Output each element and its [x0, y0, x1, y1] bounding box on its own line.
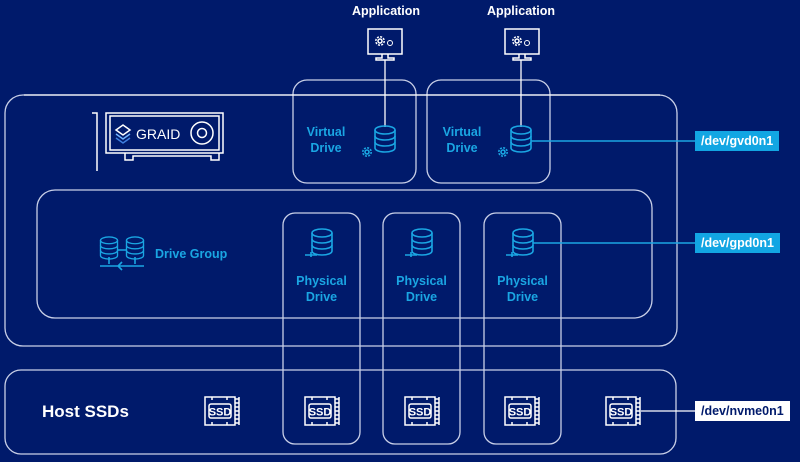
database-gear-icon [497, 125, 532, 157]
monitor-gears-icon [504, 28, 540, 61]
monitor-gears-icon [367, 28, 403, 61]
physical-drive-line2: Drive [305, 290, 338, 304]
physical-drive-line1: Physical [497, 274, 548, 288]
drive-group-box [36, 189, 653, 319]
ssd-icon-1 [204, 396, 240, 426]
application-label-2: Application [487, 4, 556, 18]
ssd-icon-4 [504, 396, 540, 426]
virtual-drive-line2: Drive [446, 141, 478, 155]
device-label-gvd: /dev/gvd0n1 [695, 131, 780, 151]
database-network-icon [506, 228, 534, 257]
ssd-icon-3 [404, 396, 440, 426]
physical-drive-label-2: Physical Drive [383, 273, 460, 305]
database-network-icon [305, 228, 333, 257]
virtual-drive-label-2: Virtual Drive [436, 124, 488, 156]
physical-drive-line2: Drive [506, 290, 539, 304]
physical-drive-column-1[interactable] [282, 212, 361, 445]
device-label-nvme: /dev/nvme0n1 [695, 401, 790, 421]
physical-drive-line1: Physical [396, 274, 447, 288]
physical-drive-column-2[interactable] [382, 212, 461, 445]
virtual-drive-box-1[interactable] [292, 79, 417, 184]
database-gear-icon [361, 125, 396, 157]
virtual-drive-box-2[interactable] [426, 79, 551, 184]
physical-drive-label-3: Physical Drive [484, 273, 561, 305]
graid-brand-text: GRAID [136, 126, 180, 142]
application-label-1: Application [352, 4, 421, 18]
host-ssds-box [4, 369, 677, 455]
virtual-drive-line1: Virtual [442, 125, 482, 139]
host-ssds-label: Host SSDs [42, 402, 129, 421]
ssd-icon-2 [304, 396, 340, 426]
virtual-drive-line2: Drive [310, 141, 342, 155]
drive-group-icon [99, 236, 145, 271]
physical-drive-line1: Physical [296, 274, 347, 288]
graid-card-icon: GRAID [92, 112, 224, 171]
physical-drive-line2: Drive [405, 290, 438, 304]
physical-drive-column-3[interactable] [483, 212, 562, 445]
device-label-gpd: /dev/gpd0n1 [695, 233, 780, 253]
virtual-drive-label-1: Virtual Drive [300, 124, 352, 156]
drive-group-label: Drive Group [155, 247, 228, 261]
database-network-icon [405, 228, 433, 257]
virtual-drive-line1: Virtual [306, 125, 346, 139]
ssd-icon-5 [605, 396, 641, 426]
physical-drive-label-1: Physical Drive [283, 273, 360, 305]
